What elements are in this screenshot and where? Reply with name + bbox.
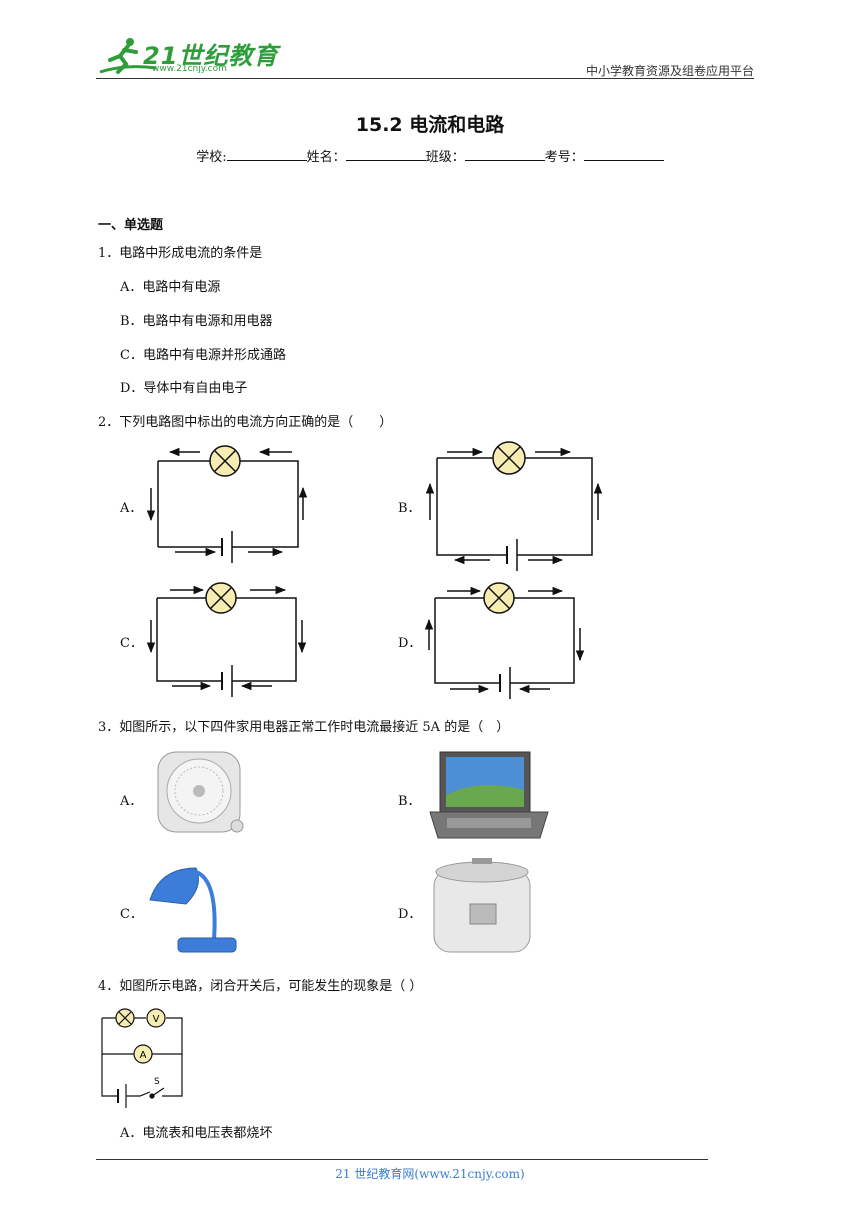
circuit-c	[146, 582, 307, 697]
q2-label-a[interactable]: A．	[120, 501, 143, 516]
logo-runner-icon	[99, 38, 157, 74]
q1-option-d[interactable]: D．导体中有自由电子	[120, 381, 248, 396]
q1-option-a[interactable]: A．电路中有电源	[120, 280, 221, 295]
name-label: 姓名：	[306, 150, 346, 165]
desk-lamp-icon	[149, 867, 237, 953]
circuit-d	[424, 582, 585, 699]
header-divider	[96, 78, 754, 79]
q3-label-a[interactable]: A．	[120, 794, 143, 809]
section-heading: 一、单选题	[98, 218, 164, 233]
footer-text[interactable]: 21 世纪教育网(www.21cnjy.com)	[335, 1167, 525, 1181]
electric-fan-icon	[157, 751, 244, 833]
q4-circuit: V A S	[101, 1008, 183, 1108]
logo-text: 21世纪教育	[143, 42, 279, 70]
page-title: 15.2 电流和电路	[355, 114, 505, 136]
q3-label-b[interactable]: B．	[398, 794, 421, 809]
q1-option-b[interactable]: B．电路中有电源和用电器	[120, 314, 273, 329]
q3-stem: 3．如图所示，以下四件家用电器正常工作时电流最接近 5A 的是（ ）	[98, 720, 510, 735]
class-label: 班级：	[425, 150, 465, 165]
logo-url: www.21cnjy.com	[152, 64, 227, 74]
rice-cooker-icon	[433, 858, 531, 953]
student-info-line: 学校: 姓名： 班级： 考号：	[0, 146, 860, 165]
ammeter-label: A	[140, 1050, 147, 1061]
q1-option-c[interactable]: C．电路中有电源并形成通路	[120, 348, 286, 363]
ammeter-icon	[133, 1044, 153, 1064]
switch-label: S	[154, 1077, 160, 1087]
class-blank[interactable]	[464, 148, 545, 161]
q4-stem: 4．如图所示电路，闭合开关后，可能发生的现象是（ ）	[98, 979, 423, 994]
exam-no-label: 考号：	[544, 150, 584, 165]
voltmeter-label: V	[153, 1014, 160, 1025]
school-blank[interactable]	[226, 148, 307, 161]
footer-divider	[96, 1159, 708, 1160]
q1-stem: 1．电路中形成电流的条件是	[98, 246, 263, 261]
school-label: 学校:	[196, 150, 227, 165]
name-blank[interactable]	[345, 148, 426, 161]
header-platform-text: 中小学教育资源及组卷应用平台	[585, 64, 754, 78]
voltmeter-icon	[146, 1008, 166, 1028]
q3-label-c[interactable]: C．	[120, 907, 143, 922]
q4-option-a[interactable]: A．电流表和电压表都烧坏	[120, 1126, 273, 1141]
switch-icon	[151, 1087, 165, 1097]
laptop-icon	[429, 751, 549, 839]
q3-label-d[interactable]: D．	[398, 907, 422, 922]
q2-label-d[interactable]: D．	[398, 636, 422, 651]
circuit-a	[146, 445, 308, 563]
q2-label-c[interactable]: C．	[120, 636, 143, 651]
exam-no-blank[interactable]	[583, 148, 664, 161]
q2-stem: 2．下列电路图中标出的电流方向正确的是（ ）	[98, 415, 393, 430]
circuit-b	[425, 441, 603, 571]
q2-label-b[interactable]: B．	[398, 501, 421, 516]
